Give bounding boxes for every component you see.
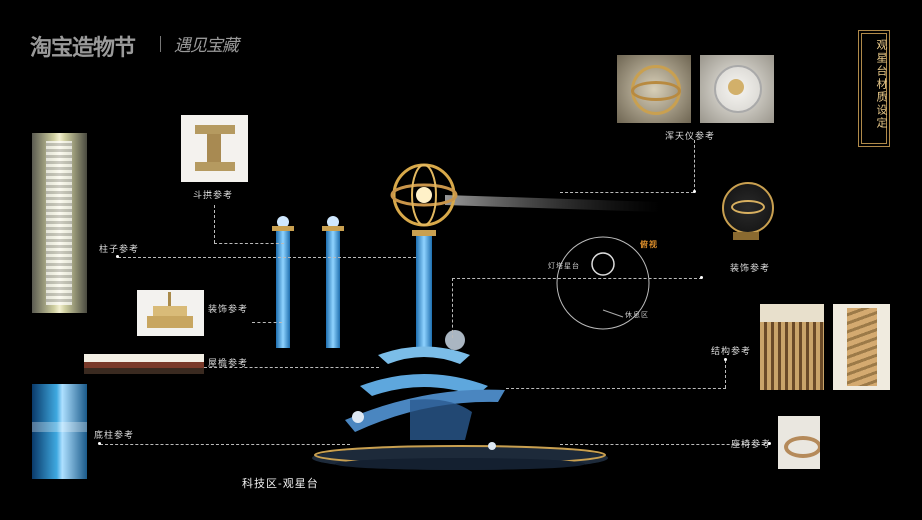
upper-eave: [378, 346, 470, 364]
seat-reference-label: 座椅参考: [731, 440, 772, 450]
armillary-reference-image-2: [700, 55, 774, 123]
connector-decor-right: [452, 278, 702, 279]
brand-sublogo: 遇见宝藏: [174, 36, 239, 56]
pillar-2: [326, 228, 340, 348]
pillar-1: [276, 228, 290, 348]
column-reference-image: [32, 133, 87, 313]
connector-dot: [724, 358, 727, 361]
eaves-reference-label: 屋檐参考: [208, 359, 249, 369]
connector-dot: [116, 255, 119, 258]
connector-dot: [768, 442, 771, 445]
connector-seat: [560, 444, 770, 445]
armillary-reference-label: 浑天仪参考: [665, 132, 716, 142]
dougong-reference-image: [181, 115, 248, 182]
decor-right-reference-label: 装饰参考: [730, 264, 771, 274]
connector-decor-right-v: [452, 278, 453, 338]
brand-logo: 淘宝造物节: [30, 36, 136, 61]
observatory-illustration: [272, 163, 660, 470]
light-beam: [445, 195, 660, 212]
page-title: 观星台材质设定: [875, 39, 888, 130]
overlook-label: 俯视: [640, 239, 658, 249]
connector-dot: [98, 442, 101, 445]
connector-decor-left: [252, 322, 282, 323]
connector-armillary-h: [560, 192, 694, 193]
title-frame-inner: [861, 33, 887, 144]
decor-right-reference-image: [705, 178, 787, 248]
connector-column: [118, 257, 416, 258]
connector-structure-v: [725, 360, 726, 388]
structure-reference-image-2: [833, 304, 890, 390]
connector-base: [100, 444, 350, 445]
structure-reference-label: 结构参考: [711, 347, 752, 357]
eaves-reference-image: [84, 354, 204, 374]
base-column-reference-image: [32, 384, 87, 479]
connector-armillary-v: [694, 140, 695, 192]
title-frame: 观星台材质设定: [858, 30, 890, 147]
decor-left-reference-label: 装饰参考: [208, 305, 249, 315]
rest-area-label: 休息区: [625, 311, 649, 319]
decor-left-reference-image: [137, 290, 204, 336]
connector-dot: [700, 276, 703, 279]
armillary-reference-image-1: [617, 55, 691, 123]
caption: 科技区-观星台: [242, 477, 319, 490]
platform-label: 灯塔星台: [548, 262, 580, 270]
connector-eaves: [204, 367, 379, 368]
seat-reference-image: [778, 416, 820, 469]
connector-dougong: [214, 205, 215, 243]
top-view-diagram: [556, 236, 650, 330]
connector-structure-h: [506, 388, 726, 389]
glass-sphere: [445, 330, 465, 350]
dougong-reference-label: 斗拱参考: [193, 191, 234, 201]
logo-divider: [160, 36, 161, 52]
column-reference-label: 柱子参考: [99, 245, 140, 255]
connector-dougong-h: [214, 243, 284, 244]
base-column-reference-label: 底柱参考: [94, 431, 135, 441]
structure-reference-image-1: [760, 304, 824, 390]
main-tower: [416, 235, 432, 350]
lower-eave: [345, 389, 505, 432]
connector-dot: [693, 190, 696, 193]
